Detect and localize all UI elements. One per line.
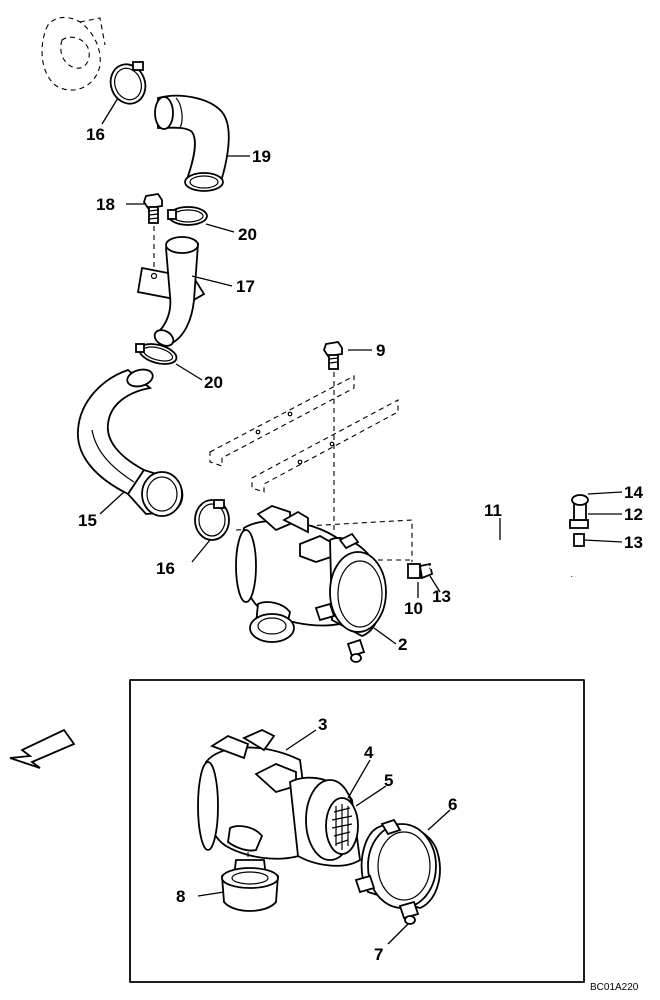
callout-17: 17 [236,277,255,296]
front-direction-arrow [9,728,76,769]
cover-6 [354,818,441,909]
callout-13-right: 13 [624,533,643,552]
bolt-18 [143,193,163,272]
detail-box [129,679,585,983]
mounting-brackets-phantom [209,375,399,493]
callout-6: 6 [448,795,457,814]
callout-18: 18 [96,195,115,214]
callout-10: 10 [404,599,423,618]
callout-15: 15 [78,511,97,530]
callout-16-top: 16 [86,125,105,144]
air-cleaner-assembly-2 [235,505,413,663]
hose-clamp-20-lower [135,343,178,365]
callout-14: 14 [624,483,643,502]
callout-4: 4 [364,743,374,762]
bracket-12 [569,519,589,529]
hose-clamp-16-top [109,61,147,105]
dust-cap-8 [221,859,279,912]
hose-19 [154,94,230,192]
callout-2: 2 [398,635,407,654]
callout-16-lower: 16 [156,559,175,578]
callout-3: 3 [318,715,327,734]
hose-clamp-20-upper [167,206,208,226]
callout-20-upper: 20 [238,225,257,244]
callout-20-lower: 20 [204,373,223,392]
callout-9: 9 [376,341,385,360]
hose-15 [77,368,184,517]
callout-12: 12 [624,505,643,524]
callout-13-left: 13 [432,587,451,606]
inner-filter-element-5 [325,797,359,855]
callout-8: 8 [176,887,185,906]
fitting-10 [407,563,421,579]
callout-7: 7 [374,945,383,964]
callout-11: 11 [484,501,502,520]
callout-labels: 16 19 18 20 17 9 20 15 16 11 14 12 13 10… [78,125,643,964]
indicator-14 [571,494,589,506]
callout-19: 19 [252,147,271,166]
evacuator-valve-7 [398,900,420,925]
turbo-outlet-phantom [41,16,106,91]
callout-5: 5 [384,771,393,790]
restriction-indicator-line [378,494,589,580]
hose-clamp-16-lower [194,499,230,541]
drawing-code: BC01A220 [590,982,639,993]
leader-lines [99,97,623,945]
pipe-17 [136,236,206,347]
air-cleaner-body-3 [197,729,313,876]
bolt-9 [323,341,343,530]
